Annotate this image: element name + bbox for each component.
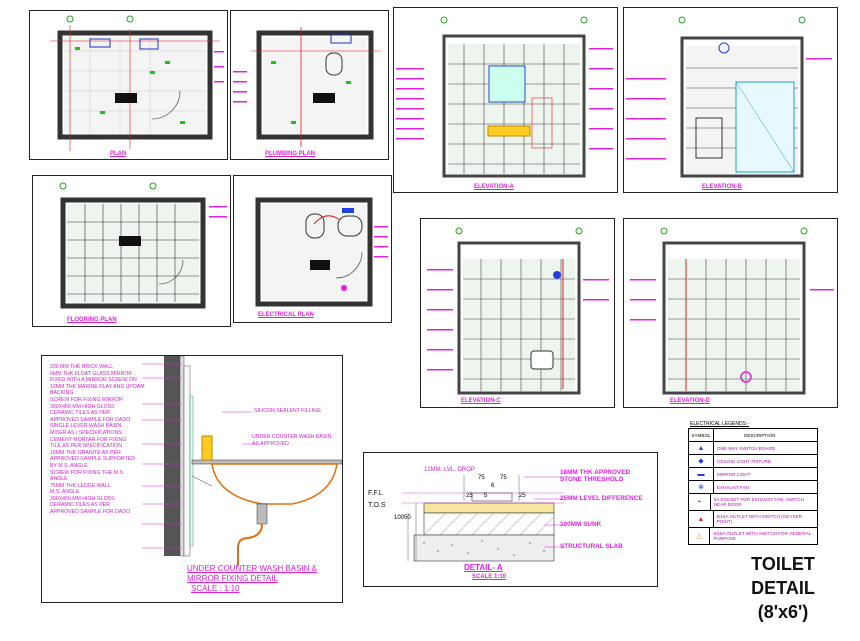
flooring-plan-drawing (59, 182, 227, 309)
tos-label: T.O.S (368, 502, 386, 509)
plan-drawing (50, 15, 224, 151)
legend-description: MIRROR LIGHT (717, 471, 751, 477)
dim-50: 50 (404, 515, 411, 521)
structural-slab-note: STRUCTURAL SLAB (560, 543, 623, 550)
electrical-plan-panel: ELECTRICAL PLAN (233, 175, 392, 323)
detail-a-scale: SCALE 1:10 (472, 574, 507, 580)
legend-row: ◓5A SOCKET FOR EXHAUST FAN, SWITCH NEAR … (689, 494, 817, 511)
legend-row: △6/16A OUTLET WITH SWITCH FOR GENERAL PU… (689, 528, 817, 544)
legend-description: 6/16A OUTLET WITH SWITCH (GEYSER POINT) (716, 514, 802, 524)
wash-basin-drawing (142, 356, 342, 566)
basin-label: UNDER COUNTER WASH BASIN AS APPROVED (252, 434, 332, 447)
level-difference-note: 25MM LEVEL DIFFERENCE (560, 495, 643, 502)
sheet-title-line-1: TOILET (751, 554, 815, 574)
level-drop-label: 12MM. LVL. DROP (424, 467, 475, 473)
plan-panel: PLAN (29, 10, 228, 160)
legend-row: ▲6/16A OUTLET WITH SWITCH (GEYSER POINT) (689, 511, 817, 528)
elevation-a-drawing (396, 16, 613, 178)
elevation-a-panel: ELEVATION-A (393, 7, 618, 193)
mirror-light-icon: ▬ (689, 468, 714, 480)
elevation-d-drawing (630, 227, 834, 395)
plumbing-plan-title: PLUMBING PLAN (265, 151, 315, 157)
legend-header: SYMBOL DESCRIPTION (689, 429, 817, 442)
outlet-geyser-icon: ▲ (689, 511, 714, 527)
wash-basin-notes: 230 MM THK BRICK WALL 6MM THK FLOAT GLAS… (50, 364, 145, 516)
stone-threshold-note: 18MM THK APPROVED STONE THRESHOLD (560, 469, 631, 483)
sheet-title-line-2: DETAIL (751, 578, 815, 598)
dim-25a: 25 (466, 493, 473, 499)
exhaust-fan-icon: ⊗ (689, 481, 714, 493)
sheet-title: TOILET DETAIL (8'x6') (742, 552, 824, 624)
legend-symbol-header: SYMBOL (689, 429, 714, 441)
legend-row: ⊗EXHAUST FAN (689, 481, 817, 494)
socket-exhaust-icon: ◓ (689, 494, 711, 510)
legend-description: EXHAUST FAN (717, 484, 749, 490)
dim-100: 100 (394, 515, 405, 521)
dim-5: 5 (484, 493, 488, 499)
dim-6: 6 (491, 483, 495, 489)
legend-description: 6/16A OUTLET WITH SWITCH FOR GENERAL PUR… (713, 531, 811, 541)
elevation-d-title: ELEVATION-D (670, 398, 710, 404)
elevation-d-panel: ELEVATION-D (623, 218, 838, 408)
detail-a-title: DETAIL- A (464, 563, 503, 572)
detail-a-drawing (402, 475, 564, 562)
elevation-a-title: ELEVATION-A (474, 184, 514, 190)
elevation-c-panel: ELEVATION-C (420, 218, 615, 408)
legend-description: 5A SOCKET FOR EXHAUST FAN, SWITCH NEAR D… (713, 497, 804, 507)
legend-description: ONE WAY SWITCH BOARD (717, 445, 776, 451)
outlet-general-icon: △ (689, 528, 711, 544)
elevation-b-drawing (626, 16, 832, 178)
elevation-b-title: ELEVATION-B (702, 184, 742, 190)
wash-basin-title: UNDER COUNTER WASH BASIN & MIRROR FIXING… (187, 564, 317, 593)
flooring-plan-panel: FLOORING PLAN (32, 175, 231, 327)
electrical-legend-table: SYMBOL DESCRIPTION ▲ONE WAY SWITCH BOARD… (688, 428, 818, 545)
flooring-plan-title: FLOORING PLAN (67, 317, 117, 323)
elevation-c-title: ELEVATION-C (461, 398, 501, 404)
dim-25b: 25 (519, 493, 526, 499)
electrical-plan-drawing (255, 197, 388, 307)
legend-description: CEILING LIGHT FIXTURE (717, 458, 772, 464)
sunk-note: 100MM SUNK (560, 521, 602, 528)
legend-title: ELECTRICAL LEGENDS:- (690, 421, 749, 427)
elevation-c-drawing (427, 227, 609, 395)
legend-row: ▲ONE WAY SWITCH BOARD (689, 442, 817, 455)
plumbing-plan-drawing (233, 27, 381, 147)
plumbing-plan-panel: PLUMBING PLAN (230, 10, 389, 160)
ceiling-light-icon: ◆ (689, 455, 714, 467)
switch-board-icon: ▲ (689, 442, 714, 454)
wash-basin-detail-panel: 230 MM THK BRICK WALL 6MM THK FLOAT GLAS… (41, 355, 343, 603)
legend-row: ▬MIRROR LIGHT (689, 468, 817, 481)
ffl-label: F.F.L (368, 490, 383, 497)
electrical-plan-title: ELECTRICAL PLAN (258, 312, 314, 318)
plan-title: PLAN (110, 151, 127, 157)
sheet-title-line-3: (8'x6') (757, 602, 809, 622)
silicon-sealant-label: SILICON SEALENT FILLING (254, 408, 321, 414)
dim-75b: 75 (500, 475, 507, 481)
detail-a-panel: 12MM. LVL. DROP F.F.L T.O.S 75 75 6 25 5… (363, 452, 658, 587)
dim-75a: 75 (478, 475, 485, 481)
elevation-b-panel: ELEVATION-B (623, 7, 838, 193)
legend-desc-header: DESCRIPTION (744, 432, 776, 438)
legend-row: ◆CEILING LIGHT FIXTURE (689, 455, 817, 468)
